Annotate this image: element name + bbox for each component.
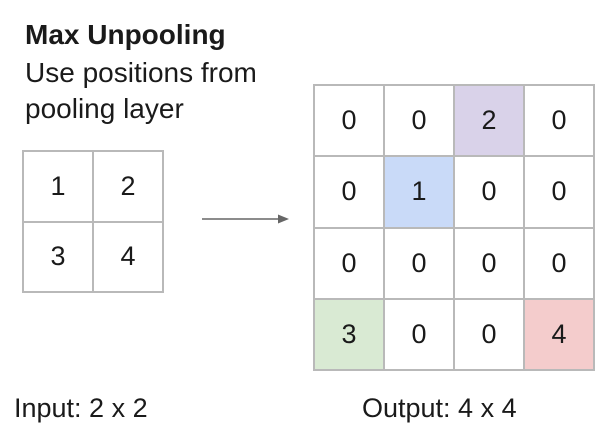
output-cell: 0 xyxy=(525,86,595,158)
output-cell: 0 xyxy=(525,228,595,300)
subtitle-line-1: Use positions from xyxy=(25,57,257,88)
output-cell: 0 xyxy=(455,157,525,229)
input-caption: Input: 2 x 2 xyxy=(14,393,148,423)
input-cell: 2 xyxy=(94,152,164,223)
output-caption: Output: 4 x 4 xyxy=(362,393,517,423)
output-cell: 0 xyxy=(385,86,455,158)
output-cell: 0 xyxy=(525,157,595,229)
output-cell: 0 xyxy=(315,157,385,229)
output-cell: 3 xyxy=(315,299,385,371)
output-cell: 2 xyxy=(455,86,525,158)
output-cell: 0 xyxy=(315,86,385,158)
subtitle-line-2: pooling layer xyxy=(25,93,184,124)
input-cell: 4 xyxy=(94,222,164,293)
input-grid: 1 2 3 4 xyxy=(22,150,164,293)
output-cell: 1 xyxy=(385,157,455,229)
diagram-title: Max Unpooling xyxy=(25,19,226,50)
diagram-subtitle: Use positions from pooling layer xyxy=(25,55,257,127)
output-cell: 0 xyxy=(385,299,455,371)
input-cell: 3 xyxy=(24,222,94,293)
output-cell: 0 xyxy=(385,228,455,300)
input-cell: 1 xyxy=(24,152,94,223)
output-cell: 0 xyxy=(455,228,525,300)
right-arrow-icon xyxy=(202,214,289,224)
output-cell: 0 xyxy=(455,299,525,371)
output-cell: 0 xyxy=(315,228,385,300)
output-cell: 4 xyxy=(525,299,595,371)
arrow-head xyxy=(278,214,289,224)
